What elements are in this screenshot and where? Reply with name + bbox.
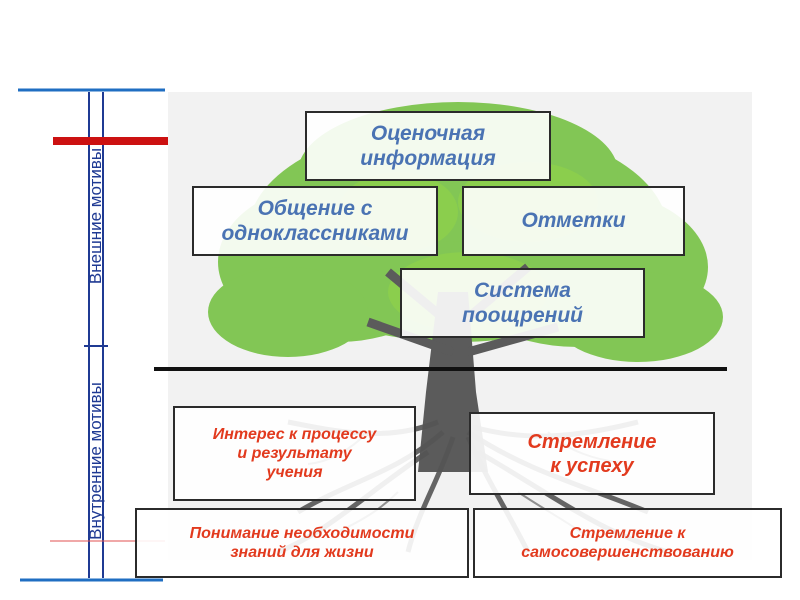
inner-motive-interest-text: Интерес к процессу и результату учения [212,425,377,482]
outer-motive-communication-text: Общение с одноклассниками [221,196,409,245]
inner-motive-understanding: Понимание необходимости знаний для жизни [135,508,469,578]
outer-motive-assessment-text: Оценочная информация [360,121,496,170]
inner-motive-self-improvement-text: Стремление к самосовершенствованию [521,524,734,561]
inner-motive-success: Стремление к успеху [469,412,715,495]
inner-motive-interest: Интерес к процессу и результату учения [173,406,416,501]
inner-motives-axis-label: Внутренние мотивы [86,382,105,540]
outer-motive-rewards: Система поощрений [400,268,645,338]
outer-motive-assessment: Оценочная информация [305,111,551,181]
outer-motive-grades: Отметки [462,186,685,256]
inner-motive-success-text: Стремление к успеху [527,430,657,477]
inner-motive-self-improvement: Стремление к самосовершенствованию [473,508,782,578]
outer-motive-communication: Общение с одноклассниками [192,186,438,256]
outer-motive-rewards-text: Система поощрений [462,278,583,327]
outer-motives-axis-label: Внешние мотивы [86,147,105,285]
outer-motive-grades-text: Отметки [521,209,626,233]
inner-motive-understanding-text: Понимание необходимости знаний для жизни [189,524,415,561]
